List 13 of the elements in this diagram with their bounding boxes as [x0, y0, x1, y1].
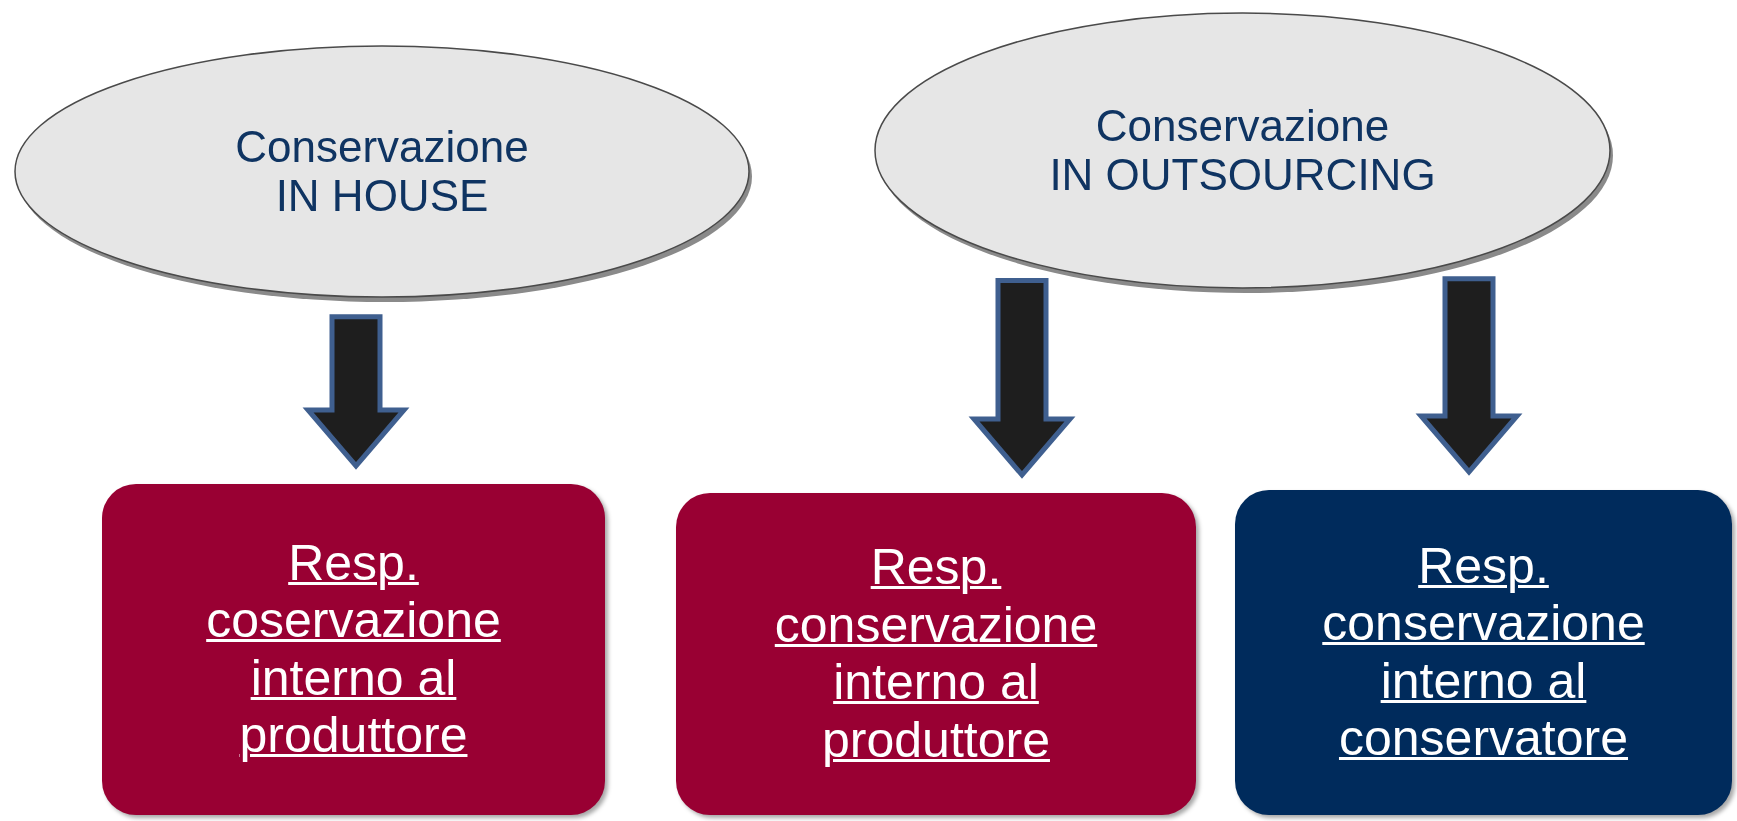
ellipse-label: IN HOUSE — [275, 171, 489, 220]
rounded-box — [1235, 490, 1732, 815]
box-label: Resp. coservazione interno al produttore — [205, 534, 502, 765]
block-arrow — [1415, 276, 1523, 476]
ellipse-label: IN OUTSOURCING — [1049, 150, 1436, 199]
ellipse-label: Conservazione — [235, 123, 529, 172]
ellipse-label: Conservazione — [1095, 102, 1390, 151]
box-label: Resp. conservazione interno al produttore — [773, 539, 1099, 769]
rounded-box — [102, 484, 605, 815]
rounded-box — [676, 493, 1196, 815]
block-arrow — [302, 314, 410, 470]
block-arrow — [968, 277, 1076, 479]
box-label: Resp. conservazione interno al conservatore — [1321, 537, 1646, 768]
